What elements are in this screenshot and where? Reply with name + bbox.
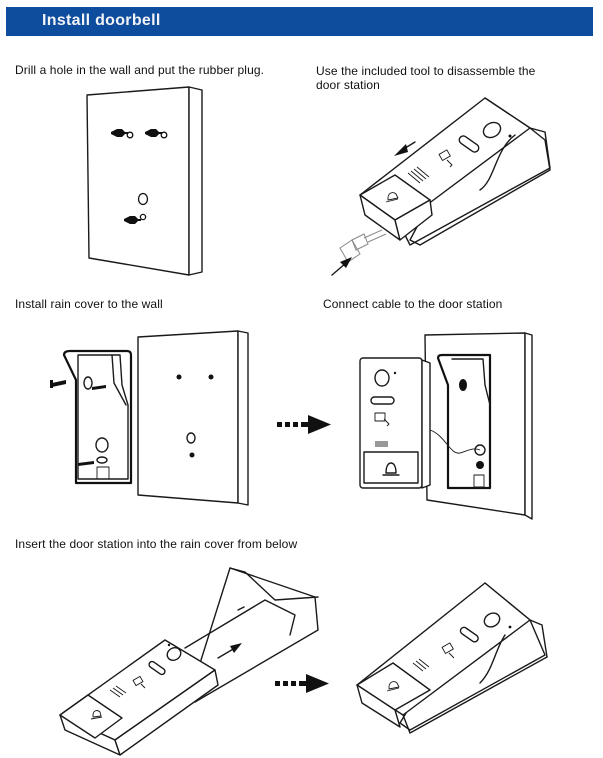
cable-hole — [137, 192, 149, 206]
rain-cover — [184, 567, 319, 703]
step-connect-cable-text: Connect cable to the door station — [323, 297, 503, 311]
wall-drill-illustration — [86, 86, 203, 276]
indicator-slot — [370, 396, 395, 405]
bell-icon — [90, 710, 103, 720]
rain-cover-illustration — [50, 330, 249, 506]
bell-icon — [385, 192, 399, 203]
rfid-card-icon — [132, 675, 146, 689]
step-disassemble-text-line2: door station — [316, 78, 380, 92]
tool-arrow-icon — [331, 257, 352, 276]
speaker-grille — [407, 166, 430, 184]
camera-lens — [483, 612, 501, 628]
step-rain-cover-text: Install rain cover to the wall — [15, 297, 163, 311]
mounting-slot — [83, 376, 93, 390]
door-station — [59, 639, 219, 756]
door-station — [359, 357, 431, 489]
screw-icon — [92, 385, 106, 390]
call-button — [363, 451, 419, 484]
screw-icon — [78, 461, 94, 466]
push-arrow-icon — [394, 141, 416, 156]
step-disassemble-text-line1: Use the included tool to disassemble the — [316, 64, 536, 78]
step-insert-text: Insert the door station into the rain co… — [15, 537, 298, 551]
indicator-slot — [458, 135, 480, 153]
rfid-card-icon — [374, 412, 390, 427]
mic-hole — [167, 643, 171, 647]
dashed-arrow-right-icon — [277, 415, 331, 434]
camera-lens — [166, 647, 182, 661]
mic-hole — [508, 134, 512, 138]
cable — [429, 429, 481, 454]
mic-hole — [508, 625, 512, 629]
connect-cable-illustration — [359, 332, 533, 520]
section-title: Install doorbell — [42, 12, 161, 29]
speaker-grille — [375, 441, 388, 447]
section-header: Install doorbell — [6, 7, 593, 36]
mounting-slot — [459, 379, 467, 391]
rfid-card-icon — [438, 149, 453, 168]
wall-panel — [137, 330, 249, 506]
cable-hole — [95, 437, 109, 453]
rain-cover — [62, 349, 133, 485]
speaker-grille — [412, 658, 430, 672]
bell-icon — [386, 681, 400, 692]
rubber-plug-icon — [111, 129, 134, 139]
indicator-slot — [148, 660, 166, 676]
rubber-plug-icon — [124, 213, 147, 224]
insert-direction-arrow-icon — [217, 643, 242, 659]
assembled-doorbell-illustration — [356, 582, 548, 734]
dashed-arrow-right-icon — [275, 674, 329, 693]
mounting-slot — [96, 456, 108, 464]
step-drill-text: Drill a hole in the wall and put the rub… — [15, 63, 265, 77]
wall-panel — [86, 86, 203, 276]
camera-lens — [374, 369, 390, 387]
screw-icon — [50, 380, 66, 388]
speaker-grille — [109, 685, 127, 698]
indicator-slot — [459, 626, 479, 643]
mic-hole — [393, 371, 397, 375]
rfid-card-icon — [441, 642, 455, 659]
wall-panel — [424, 332, 533, 520]
bell-icon — [382, 462, 400, 476]
disassembly-tool-icon — [339, 229, 387, 263]
rubber-plug-icon — [145, 129, 168, 139]
rain-cover — [436, 353, 492, 490]
camera-lens — [482, 121, 502, 139]
button-module — [59, 694, 123, 739]
disassemble-illustration — [331, 97, 551, 276]
insert-illustration — [59, 567, 319, 756]
